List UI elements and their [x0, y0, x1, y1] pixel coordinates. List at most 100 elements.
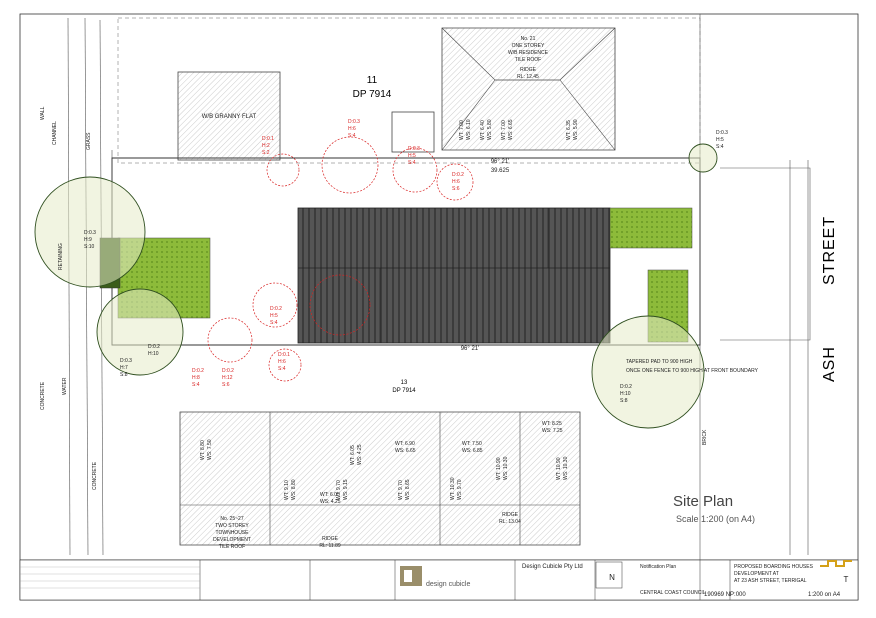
drawing-scale: 1:200 on A4 — [808, 592, 841, 598]
svg-text:S:8: S:8 — [120, 372, 128, 378]
job-number: 190969 NP:000 — [704, 592, 746, 598]
logo-text: design cubicle — [426, 581, 470, 588]
svg-text:WS: 4.25: WS: 4.25 — [357, 444, 363, 465]
svg-text:WT: 10.90: WT: 10.90 — [496, 457, 502, 480]
svg-text:S:4: S:4 — [192, 382, 200, 388]
removed-tree-labels: D:0.1 H:2 S:2 D:0.3 H:6 S:4 D:0.3 H:5 S:… — [192, 119, 464, 388]
removed-trees — [207, 136, 474, 382]
tree-circle — [34, 176, 146, 288]
svg-text:WS: 6.85: WS: 6.85 — [462, 448, 483, 454]
svg-text:S:8: S:8 — [620, 398, 628, 404]
svg-text:RL: 13.04: RL: 13.04 — [499, 519, 521, 525]
svg-text:H:6: H:6 — [452, 179, 460, 185]
svg-text:WT: 6.05: WT: 6.05 — [320, 492, 340, 498]
front-garden-north — [609, 207, 693, 249]
svg-text:S:4: S:4 — [270, 320, 278, 326]
svg-text:S:2: S:2 — [262, 150, 270, 156]
svg-text:D:0.2: D:0.2 — [270, 306, 282, 312]
svg-text:WS: 10.30: WS: 10.30 — [563, 456, 569, 480]
tree-circle — [591, 315, 705, 429]
svg-text:WALL: WALL — [40, 106, 46, 120]
svg-text:RIDGE: RIDGE — [322, 536, 339, 542]
svg-text:D:0.1: D:0.1 — [278, 352, 290, 358]
svg-text:TOWNHOUSE: TOWNHOUSE — [216, 530, 250, 536]
brand-accent-icon — [820, 560, 852, 567]
project-line-3: AT 23 ASH STREET, TERRIGAL — [734, 578, 807, 584]
svg-text:WS: 6.10: WS: 6.10 — [466, 119, 472, 140]
svg-text:S:4: S:4 — [278, 366, 286, 372]
title-block — [19, 559, 859, 601]
svg-text:D:0.2: D:0.2 — [452, 172, 464, 178]
svg-text:WS: 10.30: WS: 10.30 — [503, 456, 509, 480]
svg-text:WT: 10.90: WT: 10.90 — [556, 457, 562, 480]
svg-text:D:0.2: D:0.2 — [222, 368, 234, 374]
svg-text:CONCRETE: CONCRETE — [40, 381, 46, 410]
revision: T — [844, 575, 849, 584]
lot-13-number: 13 — [401, 380, 408, 386]
granny-flat — [177, 71, 281, 161]
svg-text:WT: 7.00: WT: 7.00 — [501, 120, 507, 140]
svg-text:No. 25~27: No. 25~27 — [220, 516, 243, 522]
site-plan-title: Site Plan — [673, 493, 734, 510]
svg-text:D:0.3: D:0.3 — [120, 358, 132, 364]
svg-text:S:6: S:6 — [222, 382, 230, 388]
site-plan-scale: Scale 1:200 (on A4) — [676, 514, 756, 524]
council: CENTRAL COAST COUNCIL — [640, 590, 706, 596]
svg-text:D:0.1: D:0.1 — [262, 136, 274, 142]
svg-text:CONCRETE: CONCRETE — [92, 461, 98, 490]
svg-text:WS: 9.15: WS: 9.15 — [343, 479, 349, 500]
svg-text:S:4: S:4 — [348, 133, 356, 139]
svg-text:WT: 8.80: WT: 8.80 — [200, 440, 206, 460]
svg-text:No. 21: No. 21 — [521, 36, 536, 42]
bearing-bottom: 96° 21' — [461, 346, 480, 352]
svg-text:H:6: H:6 — [278, 359, 286, 365]
svg-text:ONE STOREY: ONE STOREY — [512, 43, 545, 49]
svg-text:D:0.3: D:0.3 — [348, 119, 360, 125]
svg-text:D:0.3: D:0.3 — [84, 230, 96, 236]
svg-text:RETAINING: RETAINING — [58, 243, 64, 270]
svg-text:WS: 6.65: WS: 6.65 — [508, 119, 514, 140]
svg-text:H:12: H:12 — [222, 375, 233, 381]
tapered-pad-note: TAPERED PAD TO 900 HIGH — [626, 359, 693, 365]
neighbour-levels: WT: 8.80 WS: 7.50 WT: 6.05 WS: 4.25 WT: … — [200, 421, 569, 505]
svg-text:WS: 9.70: WS: 9.70 — [457, 479, 463, 500]
svg-text:WT: 6.35: WT: 6.35 — [566, 120, 572, 140]
svg-text:WS: 7.25: WS: 7.25 — [542, 428, 563, 434]
svg-text:WS: 5.90: WS: 5.90 — [573, 119, 579, 140]
svg-text:WT: 7.50: WT: 7.50 — [462, 441, 482, 447]
svg-text:H:5: H:5 — [716, 137, 724, 143]
svg-text:DEVELOPMENT: DEVELOPMENT — [213, 537, 251, 543]
svg-text:H:10: H:10 — [148, 351, 159, 357]
svg-text:GRASS: GRASS — [86, 132, 92, 150]
lot-11-boundary — [117, 17, 701, 164]
townhouse-development — [179, 411, 581, 546]
tree-circle — [96, 288, 184, 376]
svg-text:WS: 4.25: WS: 4.25 — [320, 499, 341, 505]
svg-text:WT: 6.90: WT: 6.90 — [395, 441, 415, 447]
svg-text:WS: 8.65: WS: 8.65 — [405, 479, 411, 500]
svg-text:H:7: H:7 — [120, 365, 128, 371]
svg-text:CHANNEL: CHANNEL — [52, 121, 58, 145]
svg-text:S:4: S:4 — [716, 144, 724, 150]
north-label: N — [609, 573, 615, 582]
svg-text:BRICK: BRICK — [702, 429, 708, 445]
svg-text:WT: 9.70: WT: 9.70 — [336, 480, 342, 500]
ash-street-verge — [720, 160, 811, 555]
street-label-ash: ASH — [821, 346, 838, 382]
svg-text:WS: 6.65: WS: 6.65 — [395, 448, 416, 454]
svg-text:H:5: H:5 — [270, 313, 278, 319]
svg-text:RL: 11.89: RL: 11.89 — [319, 543, 341, 549]
svg-text:WT: 9.70: WT: 9.70 — [398, 480, 404, 500]
no21-residence — [441, 27, 616, 151]
svg-text:RIDGE: RIDGE — [502, 512, 519, 518]
svg-text:D:0.2: D:0.2 — [148, 344, 160, 350]
svg-text:TILE ROOF: TILE ROOF — [515, 57, 541, 63]
svg-text:D:0.2: D:0.2 — [620, 384, 632, 390]
svg-text:WATER: WATER — [62, 377, 68, 395]
svg-text:H:8: H:8 — [192, 375, 200, 381]
no21-levels: WT: 7.00 WS: 6.10 WT: 6.40 WS: 5.80 WT: … — [459, 119, 579, 140]
granny-flat-label: W/B GRANNY FLAT — [202, 114, 257, 120]
lot-11-dp: DP 7914 — [353, 89, 392, 100]
doc-type: Notification Plan — [640, 564, 676, 570]
